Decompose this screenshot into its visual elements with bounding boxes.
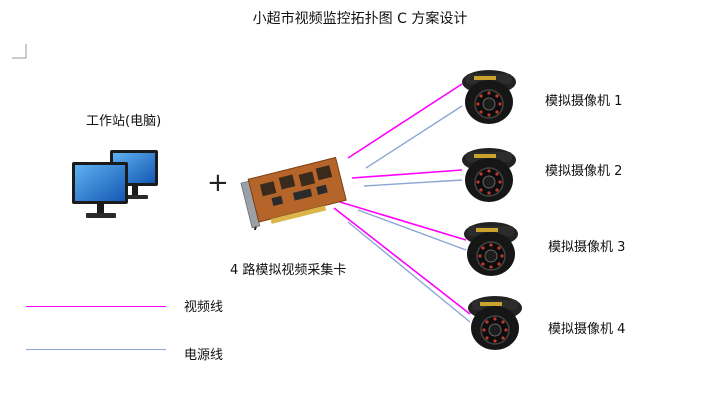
power-line-cam4 [347,221,471,323]
camera-2-label: 模拟摄像机 2 [545,164,623,179]
capture-card-label: 4 路模拟视频采集卡 [230,263,347,278]
camera-4-label: 模拟摄像机 4 [548,322,626,337]
dome-camera-icon-1 [462,70,516,124]
pci-capture-card-icon [240,156,347,230]
corner-mark [12,44,27,59]
legend-power-label: 电源线 [184,348,224,363]
dual-monitor-icon [72,150,158,218]
legend-power-swatch [26,349,166,350]
video-line-cam4 [333,207,471,315]
legend-video-label: 视频线 [184,300,224,315]
dome-camera-icon-3 [464,222,518,276]
power-line-cam1 [365,105,463,169]
camera-1-label: 模拟摄像机 1 [545,94,623,109]
legend-video-swatch [26,306,166,307]
video-line-cam2 [351,169,463,179]
video-line-cam1 [347,83,463,159]
power-line-cam2 [363,179,463,187]
power-line-cam3 [357,209,467,251]
plus-sign: + [207,168,229,198]
workstation-label: 工作站(电脑) [86,114,162,129]
camera-3-label: 模拟摄像机 3 [548,240,626,255]
dome-camera-icon-2 [462,148,516,202]
diagram-title: 小超市视频监控拓扑图 C 方案设计 [252,11,468,27]
video-line-cam3 [339,201,467,241]
dome-camera-icon-4 [468,296,522,350]
